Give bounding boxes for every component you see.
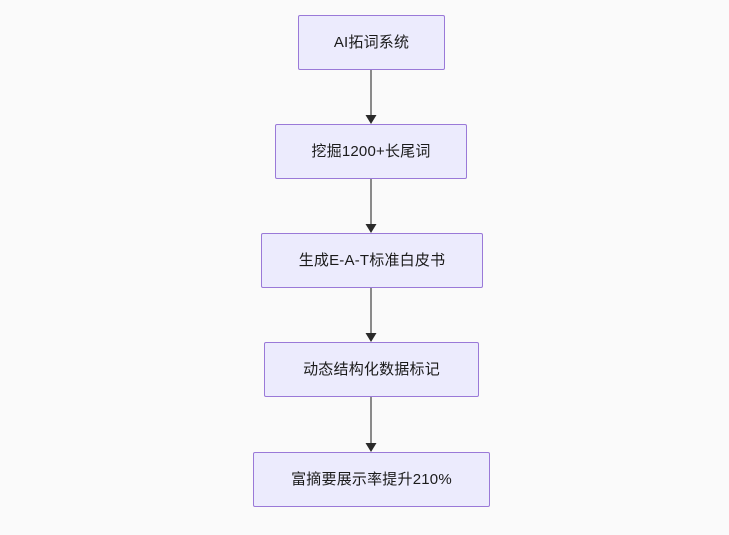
flowchart-edge-e1 [365,70,377,124]
flowchart-node-label: 富摘要展示率提升210% [291,471,452,488]
flowchart-node-n5[interactable]: 富摘要展示率提升210% [253,452,490,507]
flowchart-node-n3[interactable]: 生成E-A-T标准白皮书 [261,233,483,288]
flowchart-node-label: 生成E-A-T标准白皮书 [298,252,446,269]
flowchart-node-n4[interactable]: 动态结构化数据标记 [264,342,479,397]
flowchart-node-label: 挖掘1200+长尾词 [311,143,431,160]
flowchart-node-label: AI拓词系统 [333,34,410,51]
flowchart-node-n1[interactable]: AI拓词系统 [298,15,445,70]
flowchart-edge-e3 [365,288,377,342]
flowchart-edge-e2 [365,179,377,233]
flowchart-edge-e4 [365,397,377,452]
flowchart-node-label: 动态结构化数据标记 [303,361,440,378]
flowchart-node-n2[interactable]: 挖掘1200+长尾词 [275,124,467,179]
